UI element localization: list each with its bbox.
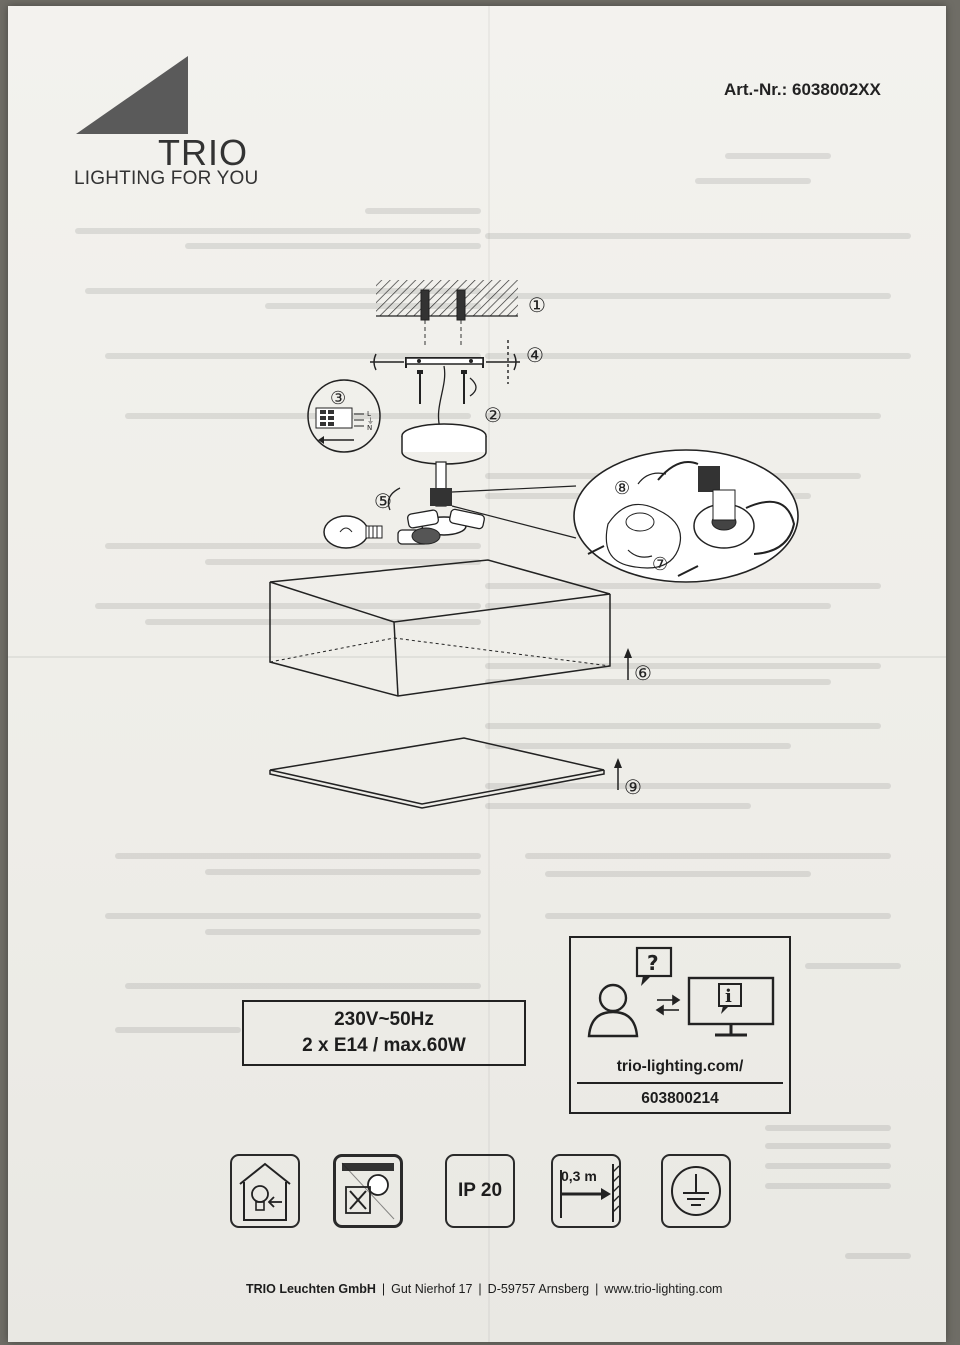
company-street: Gut Nierhof 17 bbox=[391, 1282, 473, 1296]
info-mark: i bbox=[725, 986, 732, 1007]
electrical-spec-box: 230V~50Hz 2 x E14 / max.60W bbox=[242, 1000, 526, 1066]
fold-line bbox=[488, 6, 490, 1342]
callout-4: ④ bbox=[526, 343, 544, 367]
bulb-spec: 2 x E14 / max.60W bbox=[302, 1035, 466, 1056]
voltage-spec: 230V~50Hz bbox=[334, 1009, 434, 1030]
wire-label-ground: ⏚ bbox=[367, 417, 374, 425]
support-url[interactable]: trio-lighting.com/ bbox=[616, 1058, 744, 1075]
power-cable bbox=[437, 365, 446, 429]
detail-magnifier: ⑧ ⑦ bbox=[573, 449, 799, 583]
indoor-use-symbol bbox=[230, 1154, 300, 1228]
wire-label-n: N bbox=[367, 424, 372, 432]
house-bulb-icon bbox=[239, 1162, 291, 1221]
product-code: 603800214 bbox=[641, 1090, 719, 1107]
callout-2: ② bbox=[484, 403, 502, 427]
company-city: D-59757 Arnsberg bbox=[487, 1282, 590, 1296]
no-covering-symbol bbox=[333, 1154, 403, 1228]
brand-name: TRIO bbox=[158, 132, 248, 173]
min-distance: 0,3 m bbox=[561, 1168, 597, 1184]
no-insulation-icon bbox=[341, 1162, 395, 1220]
user-icon bbox=[587, 983, 639, 1038]
company-website[interactable]: www.trio-lighting.com bbox=[604, 1282, 723, 1296]
callout-9: ⑨ bbox=[624, 775, 642, 799]
ceiling-hatch bbox=[376, 280, 518, 316]
article-number: Art.-Nr.: 6038002XX bbox=[724, 80, 881, 99]
protective-earth-symbol bbox=[661, 1154, 731, 1228]
company-name: TRIO Leuchten GmbH bbox=[246, 1282, 376, 1296]
distance-arrow-icon bbox=[560, 1164, 619, 1222]
fold-line bbox=[8, 656, 946, 658]
callout-7: ⑦ bbox=[652, 554, 668, 575]
question-mark: ? bbox=[647, 951, 659, 975]
question-bubble-icon: ? bbox=[635, 946, 673, 986]
diffuser-panel bbox=[269, 737, 605, 809]
mounting-bracket bbox=[405, 357, 484, 368]
wall-plug-icon bbox=[420, 289, 430, 321]
divider bbox=[577, 1082, 783, 1084]
brand-tagline: LIGHTING FOR YOU bbox=[74, 168, 259, 189]
wire-label-l: L bbox=[367, 410, 371, 418]
wall-plug-icon bbox=[456, 289, 466, 321]
company-footer: TRIO Leuchten GmbH|Gut Nierhof 17|D-5975… bbox=[246, 1282, 723, 1296]
callout-6: ⑥ bbox=[634, 661, 652, 685]
ip-rating: IP 20 bbox=[457, 1180, 503, 1201]
ground-icon bbox=[671, 1166, 721, 1216]
trio-logo-icon bbox=[76, 56, 188, 134]
callout-8: ⑧ bbox=[614, 478, 630, 499]
e14-bulb-icon bbox=[323, 515, 383, 549]
assembly-diagram: ① ④ ② L ⏚ N ③ bbox=[269, 280, 799, 809]
lamp-shade bbox=[269, 559, 611, 697]
callout-5: ⑤ bbox=[374, 489, 392, 513]
monitor-info-icon: i bbox=[687, 976, 775, 1037]
ip-rating-symbol: IP 20 bbox=[445, 1154, 515, 1228]
callout-1: ① bbox=[528, 293, 546, 317]
bleed-through-lines bbox=[75, 153, 911, 1259]
min-distance-symbol: 0,3 m bbox=[551, 1154, 621, 1228]
lamp-holder-assembly bbox=[397, 488, 485, 545]
safety-symbols-row: IP 20 0,3 m bbox=[8, 1154, 960, 1234]
online-help-illustration: ? i bbox=[587, 946, 775, 1038]
ceiling-canopy bbox=[401, 423, 487, 465]
swap-arrows-icon bbox=[655, 994, 681, 1016]
callout-3: ③ bbox=[330, 388, 346, 409]
terminal-block-detail: L ⏚ N ③ bbox=[307, 379, 381, 453]
online-info-box: ? i trio-lighting.com/ 603800214 bbox=[569, 936, 791, 1114]
instruction-sheet: TRIO LIGHTING FOR YOU Art.-Nr.: 6038002X… bbox=[8, 6, 946, 1342]
